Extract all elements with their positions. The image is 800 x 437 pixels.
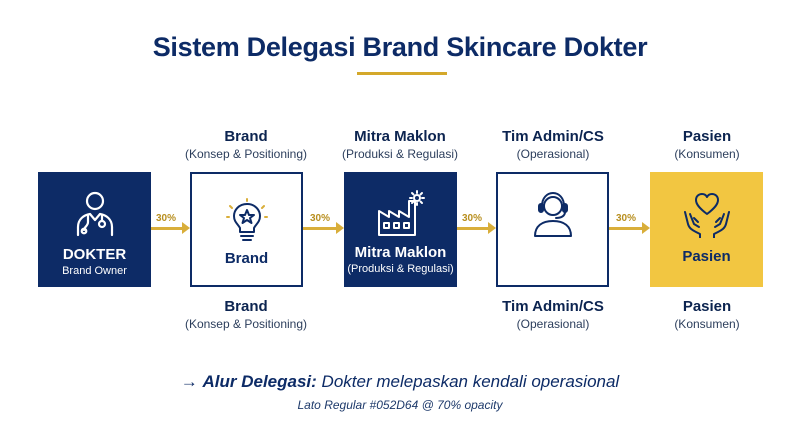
label-bottom-admin-name: Tim Admin/CS bbox=[502, 298, 604, 315]
label-top-brand: Brand (Konsep & Positioning) bbox=[161, 128, 331, 161]
edge-maklon-admin-label: 30% bbox=[462, 213, 483, 224]
flow-note: → Alur Delegasi: Dokter melepaskan kenda… bbox=[0, 372, 800, 392]
factory-gear-icon bbox=[375, 188, 427, 238]
label-top-maklon-name: Mitra Maklon bbox=[354, 128, 446, 145]
label-top-maklon: Mitra Maklon (Produksi & Regulasi) bbox=[315, 128, 485, 161]
label-bottom-pasien-name: Pasien bbox=[682, 298, 732, 315]
edge-brand-maklon-label: 30% bbox=[310, 213, 331, 224]
node-dokter-sub: Brand Owner bbox=[62, 265, 127, 277]
label-bottom-brand-name: Brand bbox=[224, 298, 268, 315]
node-maklon: Mitra Maklon (Produksi & Regulasi) bbox=[344, 172, 457, 287]
label-top-pasien-sub: (Konsumen) bbox=[674, 147, 740, 161]
node-maklon-sub: (Produksi & Regulasi) bbox=[347, 263, 454, 275]
node-admin bbox=[496, 172, 609, 287]
label-bottom-brand: Brand (Konsep & Positioning) bbox=[161, 298, 331, 331]
edge-admin-pasien-label: 30% bbox=[616, 213, 637, 224]
node-pasien-name: Pasien bbox=[682, 248, 731, 265]
label-top-admin: Tim Admin/CS (Operasional) bbox=[468, 128, 638, 161]
label-top-maklon-sub: (Produksi & Regulasi) bbox=[341, 147, 459, 161]
edge-admin-pasien bbox=[609, 222, 650, 234]
diagram-title: Sistem Delegasi Brand Skincare Dokter bbox=[152, 32, 648, 62]
label-top-brand-name: Brand bbox=[224, 128, 268, 145]
font-note: Lato Regular #052D64 @ 70% opacity bbox=[297, 398, 503, 412]
label-bottom-admin-sub: (Operasional) bbox=[516, 317, 590, 331]
title-underline bbox=[357, 72, 447, 75]
headset-agent-icon bbox=[530, 188, 576, 238]
node-pasien: Pasien bbox=[650, 172, 763, 287]
node-dokter: DOKTER Brand Owner bbox=[38, 172, 151, 287]
node-dokter-name: DOKTER bbox=[62, 246, 127, 263]
edge-maklon-admin bbox=[457, 222, 496, 234]
doctor-icon bbox=[72, 188, 118, 238]
label-top-admin-sub: (Operasional) bbox=[516, 147, 590, 161]
edge-dokter-brand-label: 30% bbox=[156, 213, 177, 224]
label-top-brand-sub: (Konsep & Positioning) bbox=[184, 147, 308, 161]
label-top-pasien-name: Pasien bbox=[682, 128, 732, 145]
flow-note-text: Dokter melepaskan kendali operasional bbox=[316, 372, 620, 391]
edge-brand-maklon bbox=[303, 222, 344, 234]
label-bottom-brand-sub: (Konsep & Positioning) bbox=[184, 317, 308, 331]
lightbulb-star-icon bbox=[225, 196, 269, 246]
flow-note-arrow: → bbox=[180, 372, 203, 391]
node-maklon-name: Mitra Maklon bbox=[354, 244, 447, 261]
label-top-admin-name: Tim Admin/CS bbox=[502, 128, 604, 145]
node-brand: Brand bbox=[190, 172, 303, 287]
flow-note-label: Alur Delegasi: bbox=[202, 372, 317, 391]
edge-dokter-brand bbox=[151, 222, 190, 234]
label-bottom-pasien: Pasien (Konsumen) bbox=[622, 298, 792, 331]
label-bottom-pasien-sub: (Konsumen) bbox=[674, 317, 740, 331]
node-brand-name: Brand bbox=[224, 250, 269, 267]
hands-heart-icon bbox=[682, 190, 732, 240]
label-bottom-admin: Tim Admin/CS (Operasional) bbox=[468, 298, 638, 331]
label-top-pasien: Pasien (Konsumen) bbox=[622, 128, 792, 161]
